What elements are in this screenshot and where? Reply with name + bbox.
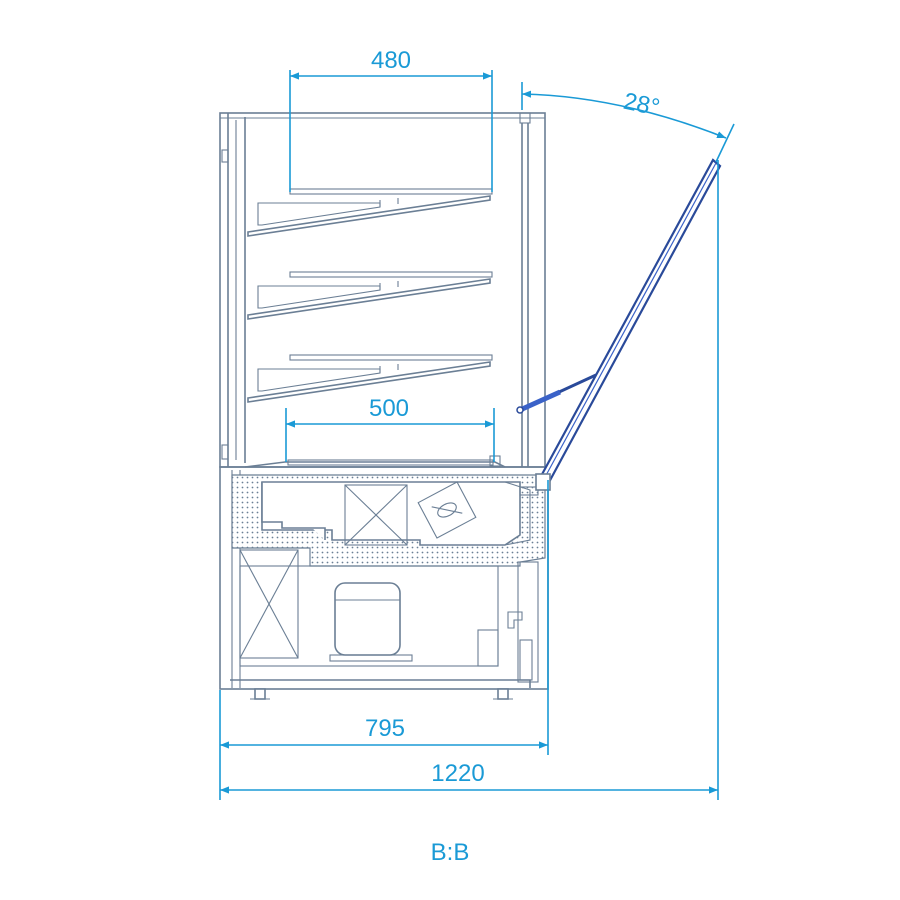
dimension-label-480: 480	[371, 47, 411, 74]
lid-glass-line	[543, 162, 717, 480]
dimension-label-500: 500	[369, 395, 409, 422]
lid-hinge	[535, 473, 551, 491]
dimension-label-1220: 1220	[431, 760, 484, 787]
back-bracket-top	[221, 149, 229, 163]
dimension-500: 500	[285, 395, 495, 462]
inner-cavity	[261, 481, 521, 546]
front-duct	[504, 481, 531, 546]
back-bracket-bottom	[221, 444, 229, 460]
compressor	[329, 582, 413, 662]
gas-strut-body	[518, 389, 562, 413]
dimension-angle: 28°	[521, 82, 735, 163]
duct-vent	[519, 486, 539, 496]
base-tray	[287, 459, 494, 466]
evaporator	[344, 484, 408, 546]
front-panel	[517, 561, 539, 683]
dimension-795: 795	[219, 480, 549, 800]
dimension-label-angle: 28°	[621, 88, 662, 122]
foot-left	[254, 688, 266, 700]
foot-right	[497, 688, 509, 700]
compressor-bay	[239, 565, 499, 667]
base-stop	[489, 455, 501, 467]
shelf-1	[247, 188, 493, 237]
shelf-2	[247, 271, 493, 320]
refrigeration-base	[219, 466, 549, 700]
front-latch	[507, 611, 523, 629]
front-grille	[519, 639, 533, 681]
fan-assembly	[417, 481, 477, 539]
dimension-label-795: 795	[365, 715, 405, 742]
section-label: B:B	[431, 839, 470, 866]
dimension-1220: 1220	[220, 160, 719, 800]
dimensions: 480 500 795 1220 28°	[219, 47, 735, 800]
base-pan	[230, 679, 531, 688]
shelf-3	[247, 354, 493, 403]
control-box	[477, 629, 499, 667]
cavity-step	[261, 482, 326, 540]
opening-lid	[516, 158, 722, 491]
dimension-480: 480	[289, 47, 493, 192]
condenser	[239, 549, 299, 659]
